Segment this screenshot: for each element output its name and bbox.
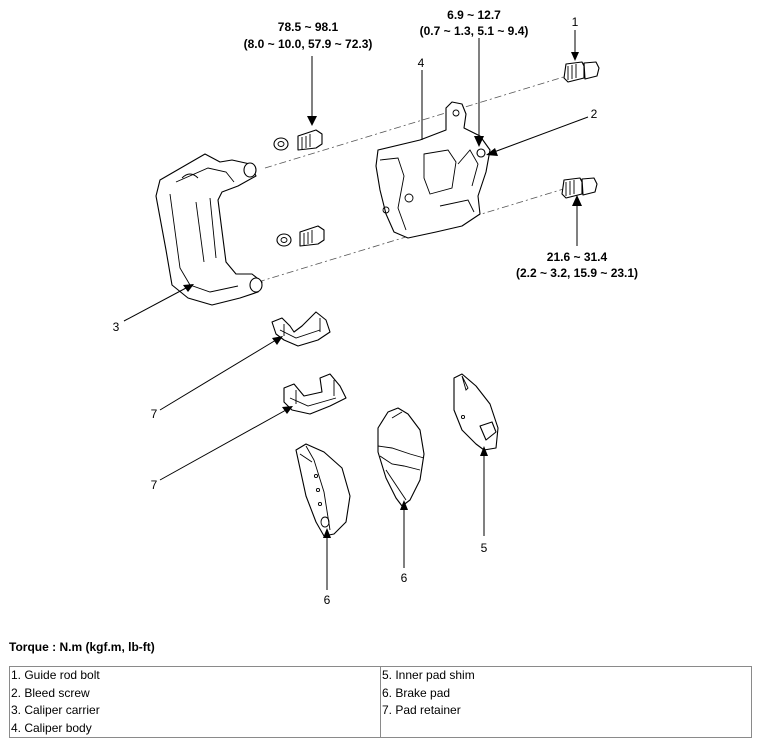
callout-2: 2 <box>591 107 598 121</box>
torque-arrow-guide-rod-bolt <box>572 195 582 246</box>
torque-arrow-carrier-bolt <box>307 56 317 126</box>
callout-3: 3 <box>113 320 120 334</box>
carrier-bolt-lower <box>276 225 325 247</box>
caliper-carrier <box>155 153 263 306</box>
torque-bleed-screw-alt: (0.7 ~ 1.3, 5.1 ~ 9.4) <box>420 24 529 38</box>
torque-guide-rod-bolt-nm: 21.6 ~ 31.4 <box>547 250 608 264</box>
caliper-body <box>375 101 491 239</box>
legend-column-right: 5. Inner pad shim 6. Brake pad 7. Pad re… <box>381 667 751 737</box>
legend-item: 3. Caliper carrier <box>11 703 100 717</box>
callout-4: 4 <box>418 56 425 70</box>
brake-caliper-exploded-diagram: 78.5 ~ 98.1 (8.0 ~ 10.0, 57.9 ~ 72.3) 6.… <box>113 8 638 607</box>
callout-6-outer-pad: 6 <box>324 593 331 607</box>
guide-rod-bolt-upper <box>563 61 600 83</box>
guide-rod-bolt-lower <box>561 177 598 199</box>
carrier-bolt-upper <box>273 129 323 151</box>
brake-pad-outer <box>295 443 351 537</box>
legend-item: 2. Bleed screw <box>11 685 90 700</box>
pad-retainer-lower <box>283 373 347 415</box>
torque-arrow-bleed-screw <box>474 38 484 147</box>
torque-carrier-bolt-alt: (8.0 ~ 10.0, 57.9 ~ 72.3) <box>244 37 373 51</box>
legend-item: 5. Inner pad shim <box>382 668 475 682</box>
parts-legend-table: 1. Guide rod bolt 2. Bleed screw 3. Cali… <box>9 666 752 738</box>
torque-unit-heading: Torque : N.m (kgf.m, lb-ft) <box>9 640 155 654</box>
legend-item: 4. Caliper body <box>11 720 92 735</box>
brake-pad-inner <box>377 407 425 507</box>
callout-leaders <box>123 30 589 590</box>
callout-7-upper: 7 <box>151 407 158 421</box>
callout-5: 5 <box>481 541 488 555</box>
pad-retainer-upper <box>271 311 331 347</box>
callout-6-inner-pad: 6 <box>401 571 408 585</box>
callout-1: 1 <box>572 15 579 29</box>
torque-carrier-bolt-nm: 78.5 ~ 98.1 <box>278 20 339 34</box>
inner-pad-shim <box>453 373 499 451</box>
legend-item: 6. Brake pad <box>382 685 451 700</box>
callout-7-lower: 7 <box>151 478 158 492</box>
torque-guide-rod-bolt-alt: (2.2 ~ 3.2, 15.9 ~ 23.1) <box>516 266 638 280</box>
legend-item: 7. Pad retainer <box>382 703 461 717</box>
legend-column-left: 1. Guide rod bolt 2. Bleed screw 3. Cali… <box>10 667 381 737</box>
torque-bleed-screw-nm: 6.9 ~ 12.7 <box>447 8 501 22</box>
legend-item: 1. Guide rod bolt <box>11 668 100 682</box>
